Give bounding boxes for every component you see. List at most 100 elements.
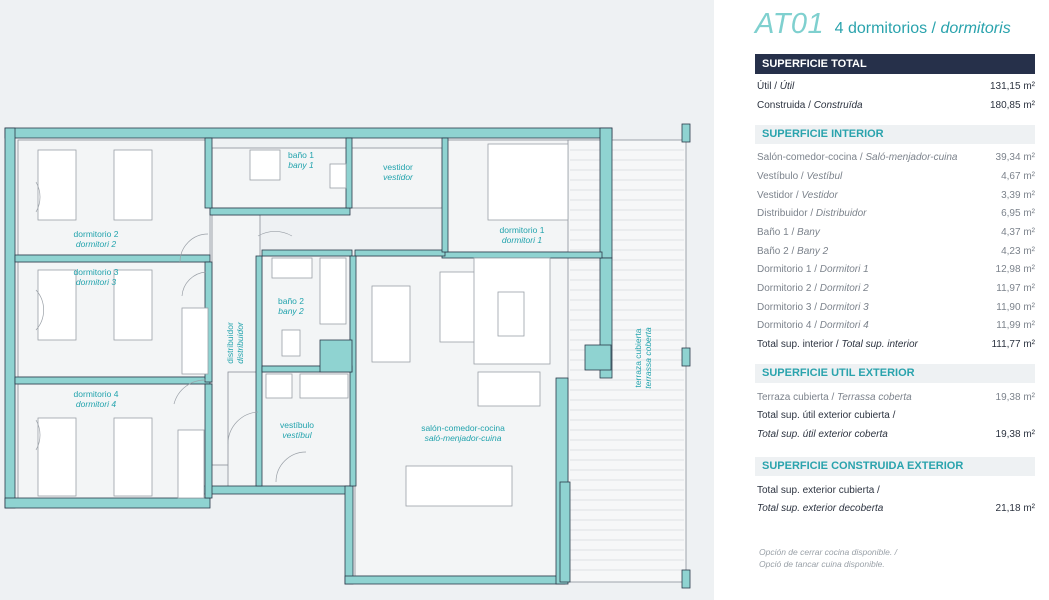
unit-title: AT01 4 dormitorios / dormitoris <box>755 8 1011 44</box>
room-label-bano2: baño 2 bany 2 <box>278 296 304 316</box>
row-value: 3,39 m² <box>1001 190 1035 201</box>
interior-row-dorm4: Dormitorio 4 / Dormitori 4 11,99 m² <box>755 317 1035 335</box>
terrace-deck <box>570 149 684 571</box>
row-label: Salón-comedor-cocina / Saló-menjador-cui… <box>757 149 957 167</box>
row-label: Dormitorio 2 / Dormitori 2 <box>757 280 869 298</box>
row-value: 4,37 m² <box>1001 227 1035 238</box>
section-util-exterior-heading: SUPERFICIE UTIL EXTERIOR <box>755 364 1035 383</box>
interior-row-total: Total sup. interior / Total sup. interio… <box>755 336 1035 354</box>
floor-plan: baño 1 bany 1 vestidor vestidor dormitor… <box>0 0 714 600</box>
util-ext-row-total-es: Total sup. útil exterior cubierta / <box>755 407 1035 425</box>
row-label-es: Distribuidor / <box>757 208 814 219</box>
room-label-vestibulo: vestíbulo vestíbul <box>280 420 314 440</box>
room-label-dorm1-ca: dormitori 1 <box>501 235 543 245</box>
row-label-ca: Dormitori 1 <box>819 264 869 275</box>
room-label-vestidor-ca: vestidor <box>383 172 413 182</box>
room-label-bano1-ca: bany 1 <box>288 160 314 170</box>
room-label-dorm3: dormitorio 3 dormitori 3 <box>74 267 119 287</box>
interior-row-dorm3: Dormitorio 3 / Dormitori 3 11,90 m² <box>755 299 1035 317</box>
room-label-salon-ca: saló-menjador-cuina <box>424 433 502 443</box>
kitchen-note-ca: Opció de tancar cuina disponible. <box>759 559 885 569</box>
room-label-dorm2-ca: dormitori 2 <box>75 239 117 249</box>
room-label-dorm2-es: dormitorio 2 <box>73 229 119 239</box>
room-label-distribuidor-ca: distribuidor <box>235 322 245 364</box>
row-label-ca: Dormitori 4 <box>819 320 869 331</box>
room-label-bano1: baño 1 bany 1 <box>288 150 314 170</box>
row-label-es: Total sup. útil exterior cubierta / <box>757 410 896 421</box>
room-label-dorm3-ca: dormitori 3 <box>75 277 117 287</box>
unit-rooms-ca: dormitoris <box>940 20 1011 37</box>
row-label: Baño 1 / Bany <box>757 224 820 242</box>
row-value: 180,85 m² <box>989 100 1035 111</box>
total-row-util: Útil / Útil 131,15 m² <box>755 78 1035 96</box>
row-label-es: Útil / <box>757 81 777 92</box>
room-label-bano2-es: baño 2 <box>278 296 304 306</box>
unit-rooms-es: 4 dormitorios / <box>834 20 936 37</box>
row-label-ca: Saló-menjador-cuina <box>865 152 958 163</box>
row-label: Dormitorio 4 / Dormitori 4 <box>757 317 869 335</box>
row-label: Baño 2 / Bany 2 <box>757 243 828 261</box>
section-interior-heading: SUPERFICIE INTERIOR <box>755 125 1035 144</box>
interior-row-dorm2: Dormitorio 2 / Dormitori 2 11,97 m² <box>755 280 1035 298</box>
unit-code: AT01 <box>755 8 825 40</box>
room-label-terraza-es: terraza cubierta <box>633 328 643 388</box>
row-label-es: Total sup. interior / <box>757 339 839 350</box>
row-label-ca: Dormitori 2 <box>819 283 869 294</box>
row-label-es: Dormitorio 2 / <box>757 283 818 294</box>
row-value: 39,34 m² <box>995 152 1035 163</box>
walls <box>4 123 691 589</box>
row-label-ca: Bany 2 <box>797 246 829 257</box>
row-value: 4,23 m² <box>1001 246 1035 257</box>
row-label-es: Construida / <box>757 100 811 111</box>
room-label-dorm4: dormitorio 4 dormitori 4 <box>74 389 119 409</box>
floor-plan-drawing <box>4 123 691 589</box>
row-label-ca: Bany <box>797 227 820 238</box>
room-label-dorm1: dormitorio 1 dormitori 1 <box>500 225 545 245</box>
kitchen-note-es: Opción de cerrar cocina disponible. / <box>759 547 897 557</box>
row-label: Construida / Construïda <box>757 97 863 115</box>
total-row-construida: Construida / Construïda 180,85 m² <box>755 97 1035 115</box>
row-label-es: Vestíbulo / <box>757 171 804 182</box>
doors <box>35 181 307 483</box>
room-label-terraza-ca: terrassa coberta <box>643 327 653 389</box>
row-value: 19,38 m² <box>995 429 1035 440</box>
row-label: Terraza cubierta / Terrassa coberta <box>757 389 912 407</box>
row-label-ca: Total sup. interior <box>841 339 918 350</box>
room-label-distribuidor-es: distribuidor <box>225 322 235 364</box>
row-value: 19,38 m² <box>995 392 1035 403</box>
row-label-ca: Terrassa coberta <box>837 392 912 403</box>
row-label: Total sup. interior / Total sup. interio… <box>757 336 918 354</box>
const-ext-row-total-es: Total sup. exterior cubierta / <box>755 482 1035 500</box>
row-value: 131,15 m² <box>989 81 1035 92</box>
util-ext-row-total-ca: Total sup. útil exterior coberta 19,38 m… <box>755 426 1035 444</box>
room-label-bano2-ca: bany 2 <box>278 306 304 316</box>
section-construida-exterior-heading: SUPERFICIE CONSTRUIDA EXTERIOR <box>755 457 1035 476</box>
row-label: Dormitorio 1 / Dormitori 1 <box>757 261 869 279</box>
const-ext-row-total-ca: Total sup. exterior decoberta 21,18 m² <box>755 500 1035 518</box>
interior-row-distribuidor: Distribuidor / Distribuidor 6,95 m² <box>755 205 1035 223</box>
surface-panel: AT01 4 dormitorios / dormitoris SUPERFIC… <box>755 0 1039 600</box>
interior-row-salon: Salón-comedor-cocina / Saló-menjador-cui… <box>755 149 1035 167</box>
row-label: Distribuidor / Distribuidor <box>757 205 867 223</box>
row-value: 4,67 m² <box>1001 171 1035 182</box>
row-label-es: Dormitorio 3 / <box>757 302 818 313</box>
interior-row-dorm1: Dormitorio 1 / Dormitori 1 12,98 m² <box>755 261 1035 279</box>
section-total-heading: SUPERFICIE TOTAL <box>755 54 1035 74</box>
vestidor-floor <box>349 147 443 209</box>
interior-row-vestidor: Vestidor / Vestidor 3,39 m² <box>755 187 1035 205</box>
row-label-es: Vestidor / <box>757 190 799 201</box>
row-value: 12,98 m² <box>995 264 1035 275</box>
room-label-vestibulo-es: vestíbulo <box>279 420 315 430</box>
furniture <box>37 143 569 507</box>
row-label-es: Dormitorio 4 / <box>757 320 818 331</box>
unit-rooms: 4 dormitorios / dormitoris <box>835 20 1011 37</box>
row-label-ca: Distribuidor <box>815 208 867 219</box>
room-label-terraza: terraza cubierta terrassa coberta <box>633 327 653 388</box>
row-value: 11,99 m² <box>996 320 1035 331</box>
room-label-dorm1-es: dormitorio 1 <box>499 225 545 235</box>
room-label-dorm2: dormitorio 2 dormitori 2 <box>74 229 119 249</box>
row-label-es: Salón-comedor-cocina / <box>757 152 863 163</box>
interior-row-vestibulo: Vestíbulo / Vestíbul 4,67 m² <box>755 168 1035 186</box>
row-label-ca: Dormitori 3 <box>819 302 869 313</box>
row-label-es: Dormitorio 1 / <box>757 264 818 275</box>
